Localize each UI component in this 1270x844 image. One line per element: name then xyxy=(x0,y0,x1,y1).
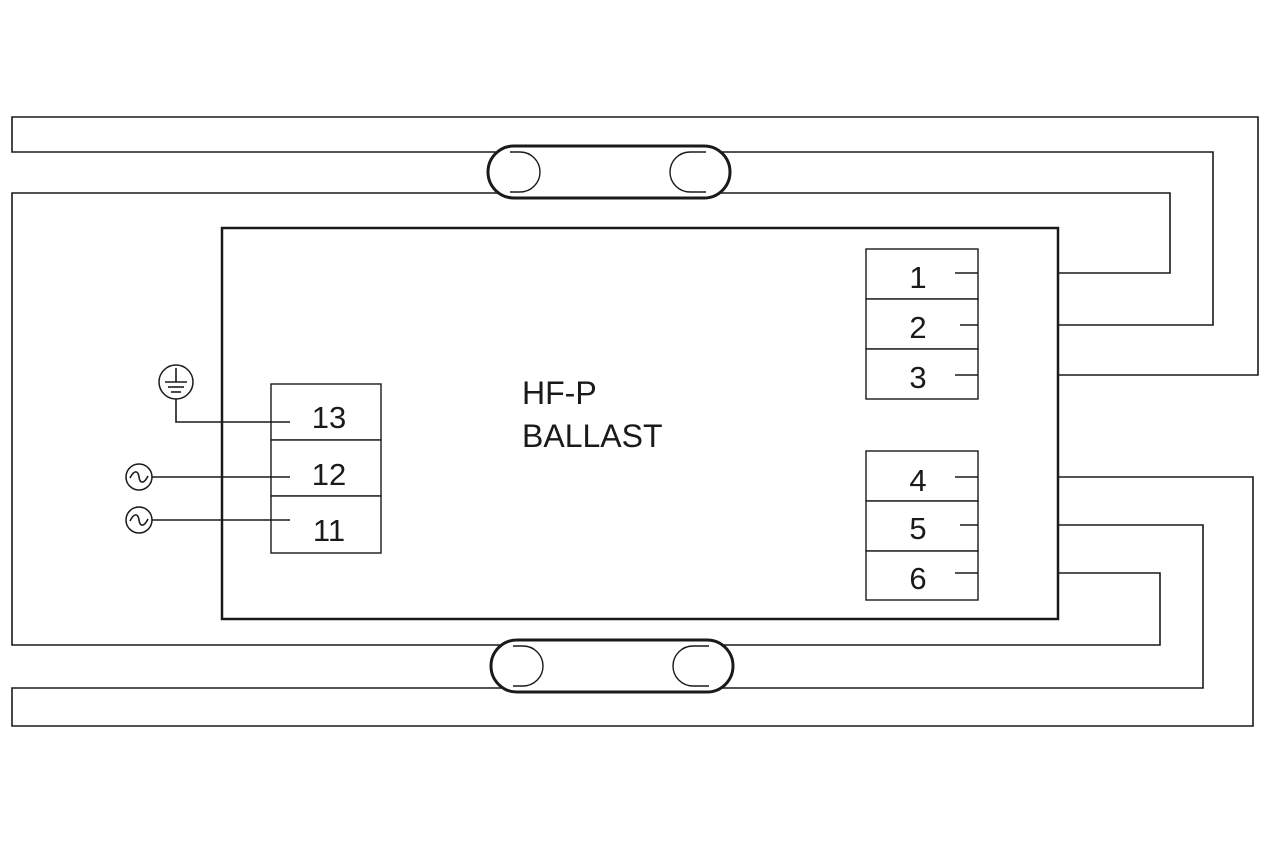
wire-earth xyxy=(175,397,290,423)
lower-lamp-tube xyxy=(489,638,735,694)
terminal-11-label: 11 xyxy=(313,513,345,548)
lower-lamp-right-electrode xyxy=(672,645,709,687)
ballast-label-line1: HF-P xyxy=(522,375,597,411)
terminal-3 xyxy=(865,348,979,400)
terminal-1-label: 1 xyxy=(909,260,926,295)
upper-lamp-right-electrode xyxy=(669,151,706,193)
terminal-block-mains: 13 12 11 xyxy=(270,383,382,554)
wire-terminal-3-loop xyxy=(11,116,1259,376)
lower-lamp xyxy=(489,638,735,694)
upper-lamp xyxy=(486,144,732,200)
upper-lamp-left-electrode xyxy=(510,151,541,193)
terminal-3-label: 3 xyxy=(909,360,926,395)
terminal-5 xyxy=(865,500,979,552)
earth-ground-icon xyxy=(158,364,194,400)
terminal-block-upper: 1 2 3 xyxy=(865,248,979,400)
terminal-2-label: 2 xyxy=(909,310,926,345)
terminal-1 xyxy=(865,248,979,300)
lower-lamp-left-electrode xyxy=(513,645,544,687)
ballast-label-line2: BALLAST xyxy=(522,418,663,454)
terminal-2 xyxy=(865,298,979,350)
terminal-12-label: 12 xyxy=(312,457,346,492)
terminal-12 xyxy=(270,439,382,497)
ac-source-icon xyxy=(125,506,153,534)
terminal-13-label: 13 xyxy=(312,400,346,435)
wire-terminal-1-loop xyxy=(11,192,1171,646)
terminal-6-label: 6 xyxy=(909,561,926,596)
wire-terminal-4-loop xyxy=(11,476,1254,727)
terminal-5-label: 5 xyxy=(909,511,926,546)
upper-lamp-tube xyxy=(486,144,732,200)
ac-source-icon xyxy=(125,463,153,491)
terminal-13 xyxy=(270,383,382,441)
terminal-4-label: 4 xyxy=(909,463,926,498)
terminal-6 xyxy=(865,550,979,601)
terminal-block-lower: 4 5 6 xyxy=(865,450,979,601)
terminal-4 xyxy=(865,450,979,502)
terminal-11 xyxy=(270,495,382,554)
